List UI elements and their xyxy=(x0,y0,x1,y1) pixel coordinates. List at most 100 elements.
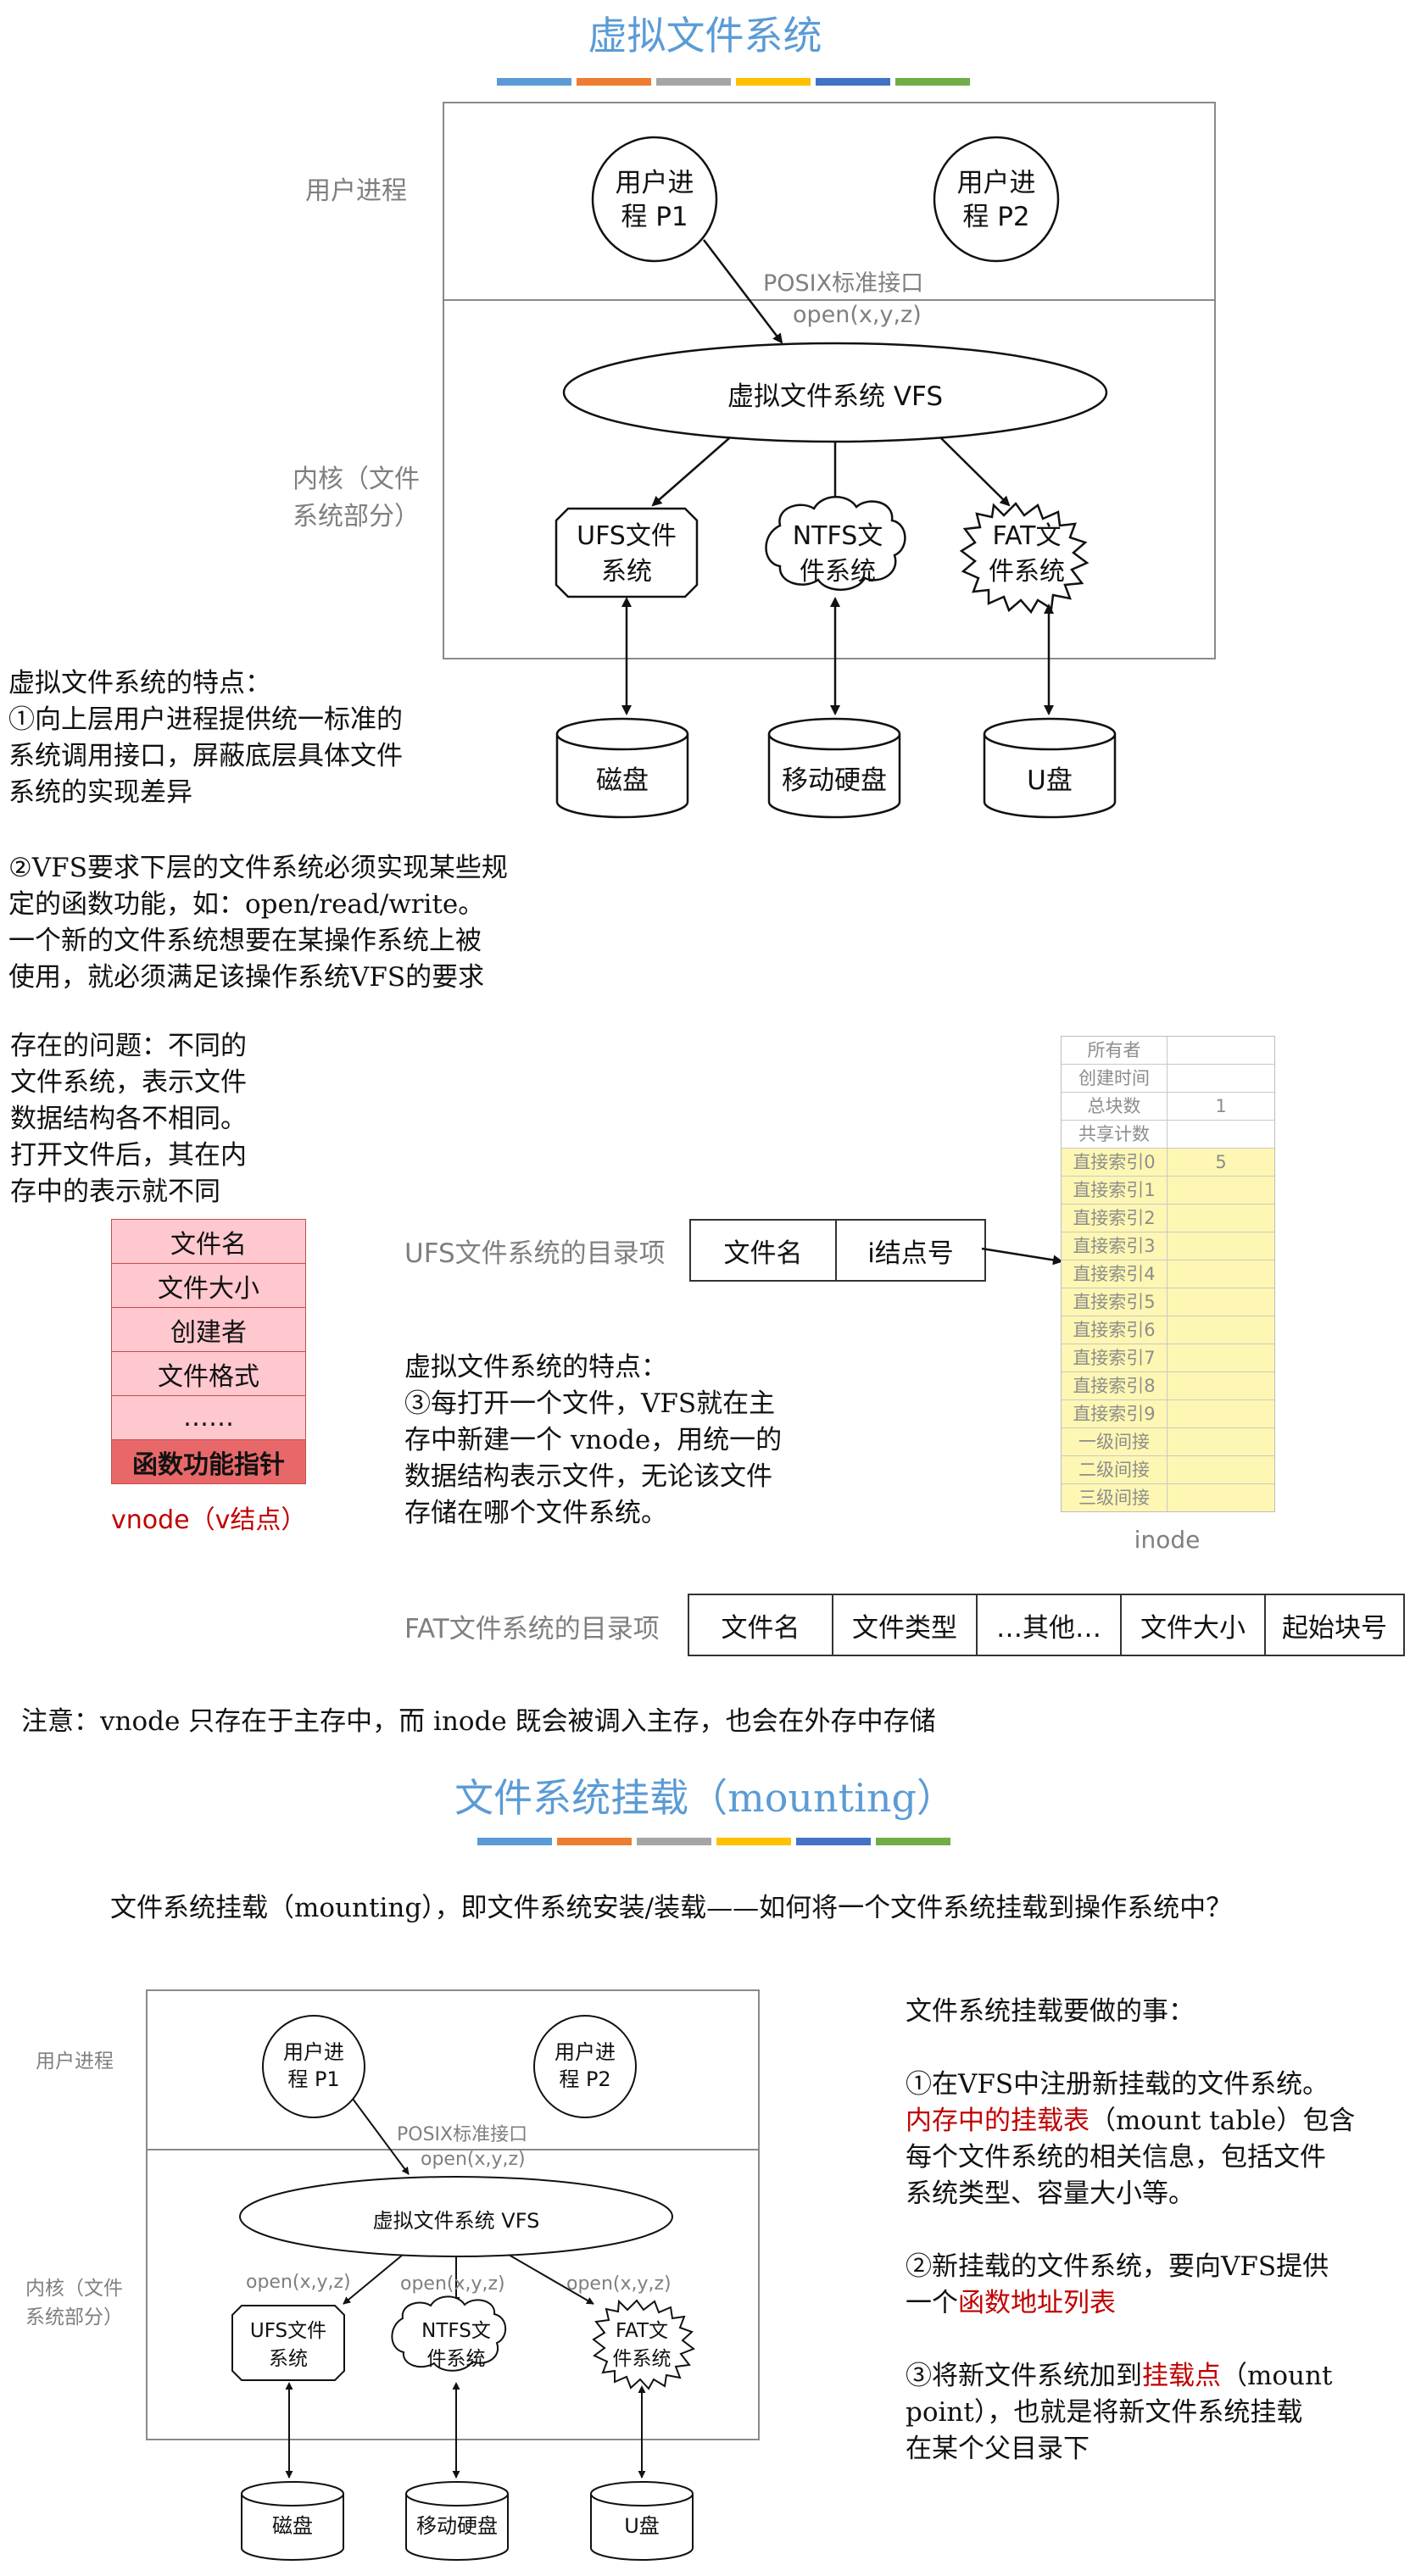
mount-ufs-line1: UFS文件 xyxy=(249,2320,327,2342)
mount-steps-spacer-2 xyxy=(906,2212,1355,2249)
inode-field-value xyxy=(1168,1372,1274,1399)
inode-field-value xyxy=(1168,1400,1274,1427)
inode-field-name: 直接索引5 xyxy=(1062,1288,1168,1316)
feature2-line3: 一个新的文件系统想要在某操作系统上被 xyxy=(8,926,482,956)
mount-step2-line1: ②新挂载的文件系统，要向VFS提供 xyxy=(906,2251,1329,2282)
process-p1-label: 用户进 程 P1 xyxy=(593,166,716,234)
fat-dir-filetype: 文件类型 xyxy=(833,1595,978,1655)
inode-row: 直接索引9 xyxy=(1062,1400,1274,1428)
mount-fat-line2: 件系统 xyxy=(612,2348,672,2370)
problem-line1: 存在的问题：不同的 xyxy=(10,1031,247,1061)
mount-step1-line3: 每个文件系统的相关信息，包括文件 xyxy=(906,2142,1326,2173)
inode-field-name: 一级间接 xyxy=(1062,1428,1168,1455)
mount-step3-rest: （mount xyxy=(1221,2361,1333,2391)
mount-step3-line1: ③将新文件系统加到挂载点（mount xyxy=(906,2358,1355,2395)
inode-field-value xyxy=(1168,1344,1274,1371)
inode-row: 直接索引8 xyxy=(1062,1372,1274,1400)
mount-point-highlight: 挂载点 xyxy=(1142,2361,1221,2391)
mount-step1-line1: ①在VFS中注册新挂载的文件系统。 xyxy=(906,2069,1329,2100)
inode-row: 直接索引7 xyxy=(1062,1344,1274,1372)
color-bar-2-1 xyxy=(477,1838,552,1845)
inode-field-name: 创建时间 xyxy=(1062,1065,1168,1092)
color-bar-2-3 xyxy=(637,1838,711,1845)
mount-step3-line3: 在某个父目录下 xyxy=(906,2434,1090,2464)
inode-field-value xyxy=(1168,1484,1274,1511)
mount-ufs-label: UFS文件 系统 xyxy=(232,2317,344,2373)
inode-row: 总块数 1 xyxy=(1062,1093,1274,1121)
p2-line2: 程 P2 xyxy=(962,202,1030,232)
inode-field-name: 共享计数 xyxy=(1062,1121,1168,1148)
vfs-to-ufs-arrow xyxy=(651,437,730,507)
problem-block: 存在的问题：不同的 文件系统，表示文件 数据结构各不相同。 打开文件后，其在内 … xyxy=(10,1028,247,1210)
mount-table-highlight: 内存中的挂载表 xyxy=(906,2106,1090,2136)
mount-step1-line4: 系统类型、容量大小等。 xyxy=(906,2178,1195,2209)
inode-row: 直接索引2 xyxy=(1062,1205,1274,1232)
inode-caption: inode xyxy=(1134,1526,1201,1554)
feature3-line4: 数据结构表示文件，无论该文件 xyxy=(404,1461,772,1492)
mount-vfs-to-ufs-arrow xyxy=(343,2254,404,2305)
mount-p1-line2: 程 P1 xyxy=(287,2067,340,2091)
mount-ntfs-label: NTFS文 件系统 xyxy=(400,2317,512,2373)
features-heading: 虚拟文件系统的特点： xyxy=(8,668,271,698)
inode-field-name: 直接索引4 xyxy=(1062,1260,1168,1288)
mount-process-p1 xyxy=(262,2015,365,2118)
inode-field-value xyxy=(1168,1177,1274,1204)
process-p2-label: 用户进 程 P2 xyxy=(934,166,1058,234)
mount-fat-line1: FAT文 xyxy=(615,2320,669,2342)
problem-line3: 数据结构各不相同。 xyxy=(10,1104,247,1134)
ntfs-label: NTFS文 件系统 xyxy=(767,519,908,590)
inode-field-name: 直接索引2 xyxy=(1062,1205,1168,1232)
mount-process-p2 xyxy=(533,2015,637,2118)
mount-udisk-label: U盘 xyxy=(624,2514,660,2538)
color-bar-2-5 xyxy=(796,1838,871,1845)
mount-ntfs-line1: NTFS文 xyxy=(421,2320,491,2342)
storage-note: 注意：vnode 只存在于主存中，而 inode 既会被调入主存，也会在外存中存… xyxy=(21,1706,936,1737)
ufs-label: UFS文件 系统 xyxy=(556,519,697,590)
open-call-label: open(x,y,z) xyxy=(793,302,922,328)
user-process-label: 用户进程 xyxy=(305,176,407,206)
inode-row: 二级间接 xyxy=(1062,1456,1274,1484)
mount-kernel-label-line2: 系统部分） xyxy=(25,2306,123,2328)
mount-steps-spacer-1 xyxy=(906,2030,1355,2067)
vnode-field-format: 文件格式 xyxy=(112,1352,305,1396)
mount-steps-block: 文件系统挂载要做的事： ①在VFS中注册新挂载的文件系统。 内存中的挂载表（mo… xyxy=(906,1994,1355,2468)
color-bar-2-6 xyxy=(876,1838,950,1845)
problem-line2: 文件系统，表示文件 xyxy=(10,1067,247,1098)
mount-open-mid-label: open(x,y,z) xyxy=(400,2273,505,2295)
mount-intro: 文件系统挂载（mounting），即文件系统安装/装载——如何将一个文件系统挂载… xyxy=(110,1893,1233,1923)
inode-field-name: 直接索引6 xyxy=(1062,1316,1168,1344)
mount-ntfs-line2: 件系统 xyxy=(426,2348,486,2370)
inode-row: 直接索引5 xyxy=(1062,1288,1274,1316)
process-p2 xyxy=(933,136,1060,263)
fat-dir-other: …其他… xyxy=(978,1595,1122,1655)
mount-step2-line2: 一个函数地址列表 xyxy=(906,2285,1355,2322)
ufs-line2: 系统 xyxy=(601,557,652,587)
inode-field-value xyxy=(1168,1037,1274,1064)
mount-vfs-label: 虚拟文件系统 VFS xyxy=(372,2209,540,2233)
vnode-field-fn-ptr: 函数功能指针 xyxy=(112,1440,305,1483)
ntfs-cloud-shape xyxy=(765,496,906,591)
inode-field-name: 总块数 xyxy=(1062,1093,1168,1120)
p2-line1: 用户进 xyxy=(956,168,1036,198)
mount-p2-line2: 程 P2 xyxy=(559,2067,611,2091)
problem-line4: 打开文件后，其在内 xyxy=(10,1140,247,1171)
kernel-label-line2: 系统部分） xyxy=(293,502,420,531)
vfs-architecture-diagram xyxy=(443,102,1216,819)
mount-step3-line2: point），也就是将新文件系统挂载 xyxy=(906,2397,1303,2428)
inode-field-value: 1 xyxy=(1215,1096,1227,1116)
mount-p1-line1: 用户进 xyxy=(283,2040,344,2064)
mount-posix-label: POSIX标准接口 xyxy=(397,2124,528,2145)
inode-field-value xyxy=(1168,1121,1274,1148)
mount-fat-label: FAT文 件系统 xyxy=(586,2317,698,2373)
title-color-bar-2 xyxy=(477,1838,950,1845)
mount-user-process-label: 用户进程 xyxy=(36,2050,114,2072)
inode-row: 创建时间 xyxy=(1062,1065,1274,1093)
mount-ufs-line2: 系统 xyxy=(269,2348,308,2370)
inode-field-name: 直接索引0 xyxy=(1062,1149,1168,1176)
fat-dir-start-block: 起始块号 xyxy=(1282,1612,1387,1644)
ufs-dir-entry: 文件名 i结点号 xyxy=(689,1219,986,1282)
inode-row: 直接索引6 xyxy=(1062,1316,1274,1344)
feature3-line3: 存中新建一个 vnode，用统一的 xyxy=(404,1425,783,1455)
function-address-list-highlight: 函数地址列表 xyxy=(958,2288,1116,2318)
